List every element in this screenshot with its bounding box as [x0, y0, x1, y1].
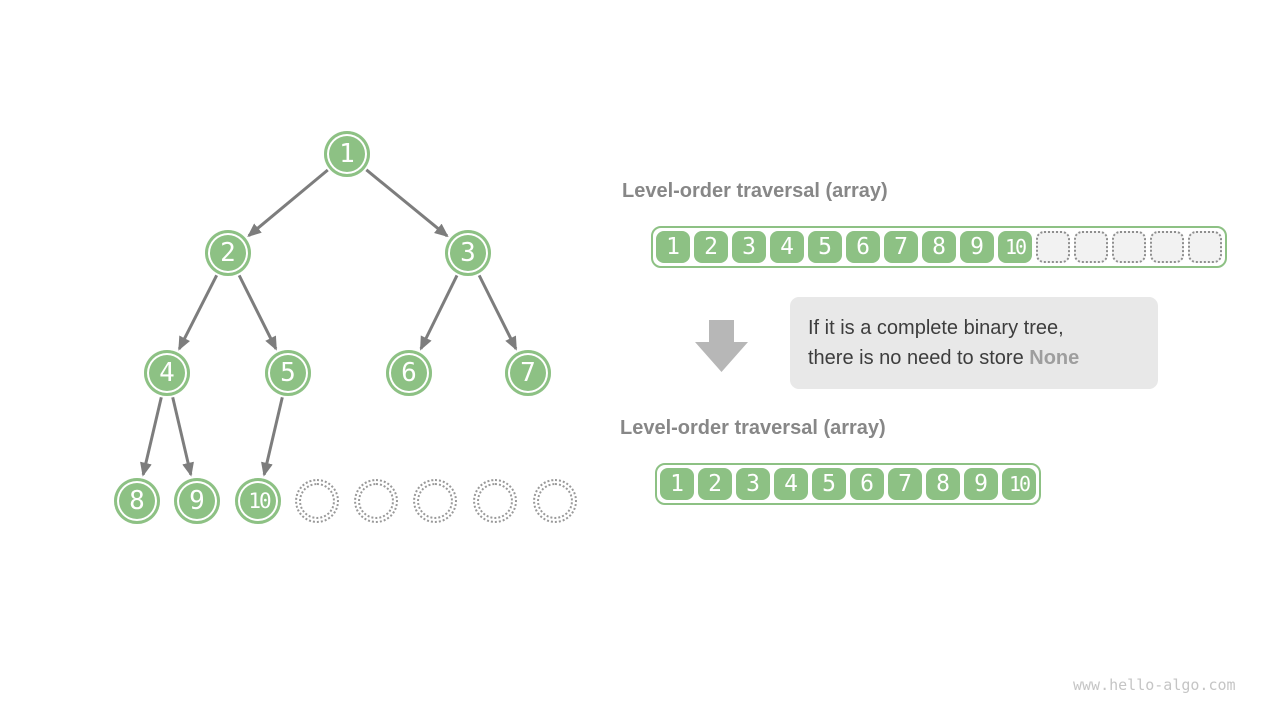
array-cell-empty	[1188, 231, 1222, 263]
array-cell-4: 4	[774, 468, 808, 500]
array-cell-5: 5	[812, 468, 846, 500]
tree-edge	[247, 168, 329, 238]
empty-node-placeholder	[533, 479, 577, 523]
array-cell-4: 4	[770, 231, 804, 263]
array-cell-1: 1	[656, 231, 690, 263]
none-keyword: None	[1029, 347, 1080, 369]
tree-edge	[419, 274, 459, 351]
tree-node-4: 4	[144, 350, 190, 396]
array-cell-6: 6	[850, 468, 884, 500]
array-cell-2: 2	[698, 468, 732, 500]
tree-edge	[365, 168, 449, 238]
array-cell-8: 8	[926, 468, 960, 500]
tree-node-3: 3	[445, 230, 491, 276]
array-cell-7: 7	[888, 468, 922, 500]
tree-node-5: 5	[265, 350, 311, 396]
array-cell-empty	[1112, 231, 1146, 263]
array-cell-8: 8	[922, 231, 956, 263]
array-cell-3: 3	[736, 468, 770, 500]
callout-line2-text: there is no need to store	[808, 347, 1030, 369]
tree-node-2: 2	[205, 230, 251, 276]
callout-line2: there is no need to store None	[808, 343, 1158, 373]
tree-edge	[237, 274, 278, 351]
empty-node-placeholder	[413, 479, 457, 523]
array-cell-7: 7	[884, 231, 918, 263]
array-cell-5: 5	[808, 231, 842, 263]
empty-node-placeholder	[295, 479, 339, 523]
array-cell-9: 9	[964, 468, 998, 500]
array-cell-empty	[1150, 231, 1184, 263]
tree-node-10: 10	[235, 478, 281, 524]
callout-line1: If it is a complete binary tree,	[808, 317, 1064, 339]
array-cell-empty	[1036, 231, 1070, 263]
tree-node-8: 8	[114, 478, 160, 524]
array-cell-empty	[1074, 231, 1108, 263]
top-array-label: Level-order traversal (array)	[622, 180, 888, 202]
down-arrow-icon	[695, 320, 748, 372]
array-cell-10: 10	[1002, 468, 1036, 500]
tree-edge	[477, 274, 518, 351]
tree-edge	[171, 396, 194, 477]
empty-node-placeholder	[473, 479, 517, 523]
array-cell-10: 10	[998, 231, 1032, 263]
array-cell-1: 1	[660, 468, 694, 500]
tree-edge	[261, 396, 284, 477]
array-cell-3: 3	[732, 231, 766, 263]
tree-node-1: 1	[324, 131, 370, 177]
array-cell-6: 6	[846, 231, 880, 263]
tree-node-9: 9	[174, 478, 220, 524]
tree-edge	[140, 396, 163, 477]
array-cell-9: 9	[960, 231, 994, 263]
tree-edge	[177, 274, 219, 351]
callout-note: If it is a complete binary tree, there i…	[790, 297, 1158, 389]
tree-node-6: 6	[386, 350, 432, 396]
empty-node-placeholder	[354, 479, 398, 523]
bottom-array-label: Level-order traversal (array)	[620, 417, 886, 439]
tree-node-7: 7	[505, 350, 551, 396]
watermark: www.hello-algo.com	[1073, 676, 1236, 694]
array-cell-2: 2	[694, 231, 728, 263]
